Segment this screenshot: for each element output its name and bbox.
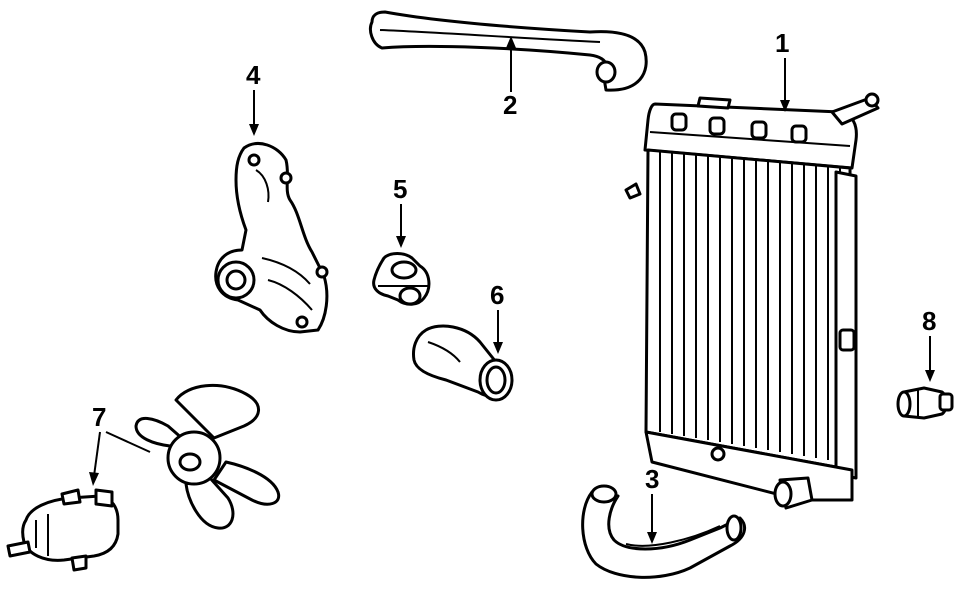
temperature-sensor — [896, 386, 954, 420]
callout-label-4: 4 — [246, 60, 261, 90]
lower-radiator-hose — [581, 484, 747, 579]
callout-2: 2 — [503, 36, 517, 120]
fan-motor — [6, 488, 120, 572]
water-pump — [214, 142, 329, 334]
thermostat-housing — [412, 324, 514, 402]
radiator — [624, 92, 880, 510]
callout-1: 1 — [775, 28, 790, 112]
callout-label-1: 1 — [775, 28, 789, 58]
callout-label-5: 5 — [393, 174, 407, 204]
callout-8: 8 — [922, 306, 936, 382]
callout-5: 5 — [393, 174, 407, 248]
cooling-fan-blade — [134, 383, 281, 530]
callout-7: 7 — [89, 402, 151, 486]
callout-3: 3 — [645, 464, 659, 544]
callout-label-8: 8 — [922, 306, 936, 336]
callout-label-6: 6 — [490, 280, 504, 310]
callout-4: 4 — [246, 60, 261, 136]
callout-label-7: 7 — [92, 402, 106, 432]
callout-label-2: 2 — [503, 90, 517, 120]
thermostat — [372, 252, 431, 306]
upper-radiator-hose — [368, 10, 648, 92]
radiator-core-fins — [659, 152, 841, 462]
callout-label-3: 3 — [645, 464, 659, 494]
callout-6: 6 — [490, 280, 504, 354]
